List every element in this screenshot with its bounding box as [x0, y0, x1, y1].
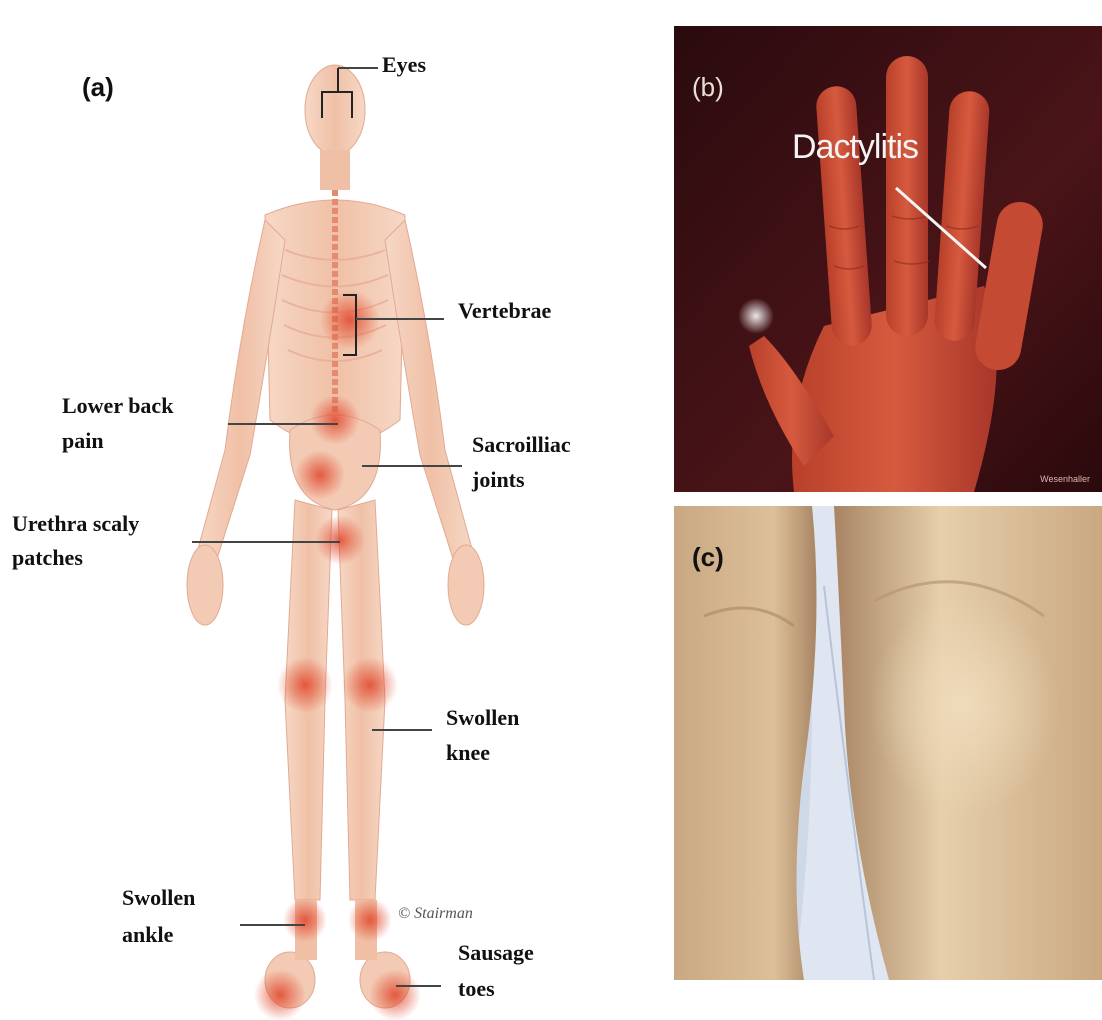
label-knee-line1: Swollen — [446, 705, 519, 730]
label-knee-line2: knee — [446, 740, 490, 765]
panel-a-illustration — [0, 0, 660, 1020]
panel-b-photo: (b) Dactylitis Wesenhaller — [674, 26, 1102, 492]
label-sacroiliac-line1: Sacroilliac — [472, 432, 571, 457]
leader-sacroiliac — [362, 465, 462, 467]
label-sacroiliac-line2: joints — [472, 467, 525, 492]
photo-credit: Wesenhaller — [1040, 474, 1090, 484]
panel-c-letter: (c) — [692, 542, 724, 573]
label-vertebrae: Vertebrae — [458, 298, 551, 323]
leader-knee — [372, 729, 432, 731]
leader-vertebrae — [356, 318, 444, 320]
label-toes-line1: Sausage — [458, 940, 534, 965]
knee-photo — [674, 506, 1102, 980]
label-eyes: Eyes — [382, 52, 426, 77]
leader-urethra — [192, 541, 340, 543]
leader-lower-back — [228, 423, 338, 425]
artist-signature: © Stairman — [398, 905, 473, 923]
panel-b-letter: (b) — [692, 72, 724, 103]
label-toes-line2: toes — [458, 976, 495, 1001]
label-dactylitis: Dactylitis — [792, 128, 918, 167]
label-ankle-line1: Swollen — [122, 885, 195, 910]
leader-ankle — [240, 924, 305, 926]
label-lower-back-line2: pain — [62, 428, 104, 453]
body-illustration — [0, 0, 660, 1020]
label-lower-back-line1: Lower back — [62, 393, 173, 418]
hand-photo — [674, 26, 1102, 492]
panel-a-letter: (a) — [82, 72, 114, 103]
panel-c-photo: (c) — [674, 506, 1102, 980]
label-urethra-line1: Urethra scaly — [12, 511, 139, 536]
label-urethra-line2: patches — [12, 545, 83, 570]
leader-toes — [396, 985, 441, 987]
label-ankle-line2: ankle — [122, 922, 173, 947]
